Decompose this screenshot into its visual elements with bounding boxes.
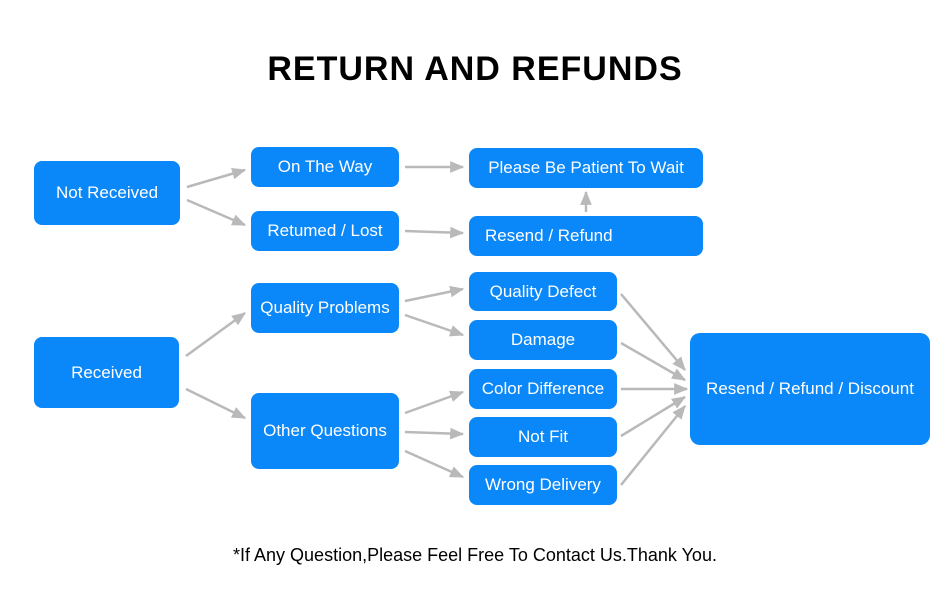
node-on-the-way: On The Way bbox=[251, 147, 399, 187]
arrow-quality-problems-to-quality-defect bbox=[404, 285, 465, 303]
arrow-not-received-to-on-the-way bbox=[186, 168, 247, 189]
node-resend-refund-discount: Resend / Refund / Discount bbox=[690, 333, 930, 445]
node-please-be-patient-to-wait: Please Be Patient To Wait bbox=[469, 148, 703, 188]
node-received: Received bbox=[34, 337, 179, 408]
node-not-received: Not Received bbox=[34, 161, 180, 225]
arrow-not-fit-to-resend-refund-discount bbox=[620, 395, 686, 438]
arrow-received-to-other-questions bbox=[185, 387, 247, 420]
arrow-quality-problems-to-damage bbox=[404, 313, 465, 337]
node-quality-problems: Quality Problems bbox=[251, 283, 399, 333]
node-resend-refund: Resend / Refund bbox=[469, 216, 703, 256]
node-other-questions: Other Questions bbox=[251, 393, 399, 469]
arrow-received-to-quality-problems bbox=[185, 311, 246, 358]
node-quality-defect: Quality Defect bbox=[469, 272, 617, 311]
arrow-other-questions-to-wrong-delivery bbox=[404, 449, 465, 479]
arrow-other-questions-to-color-difference bbox=[404, 390, 465, 415]
node-not-fit: Not Fit bbox=[469, 417, 617, 457]
page-title: RETURN AND REFUNDS bbox=[267, 50, 683, 88]
node-wrong-delivery: Wrong Delivery bbox=[469, 465, 617, 505]
node-color-difference: Color Difference bbox=[469, 369, 617, 409]
arrow-damage-to-resend-refund-discount bbox=[620, 341, 687, 382]
arrow-not-received-to-returned-lost bbox=[186, 198, 247, 227]
arrow-quality-defect-to-resend-refund-discount bbox=[620, 293, 686, 371]
node-damage: Damage bbox=[469, 320, 617, 360]
arrow-other-questions-to-not-fit bbox=[404, 427, 465, 440]
node-returned-lost: Retumed / Lost bbox=[251, 211, 399, 251]
footer-note: *If Any Question,Please Feel Free To Con… bbox=[233, 545, 717, 565]
arrow-wrong-delivery-to-resend-refund-discount bbox=[620, 405, 686, 486]
arrow-returned-lost-to-resend-refund bbox=[404, 226, 465, 239]
